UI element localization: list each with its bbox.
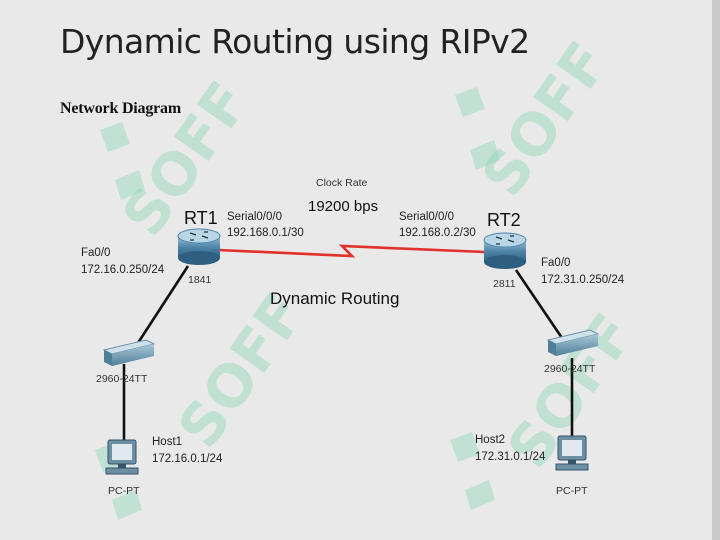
slide-edge [712,0,720,540]
watermark-logo [100,122,145,200]
watermark-logo [455,87,500,170]
router-arrows-icon [189,231,209,241]
host2-ip: 172.31.0.1/24 [475,451,546,463]
watermark-text: SOFF [165,281,318,460]
host2-name: Host2 [475,434,505,446]
slide-title: Dynamic Routing using RIPv2 [60,22,530,61]
rt2-fa-interface: Fa0/0 [541,257,570,269]
pc-host2[interactable] [555,435,589,471]
switch-2[interactable] [546,329,600,356]
rt1-serial-interface: Serial0/0/0 [227,211,282,223]
rt2-serial-ip: 192.168.0.2/30 [399,227,476,239]
watermark-logo [95,442,142,520]
router-rt2[interactable] [483,232,527,269]
rt2-name: RT2 [487,210,521,230]
switch2-model: 2960-24TT [544,363,596,375]
switch1-model: 2960-24TT [96,373,148,385]
serial-link [217,244,486,258]
switch-1[interactable] [102,339,156,366]
dynamic-routing-label: Dynamic Routing [270,289,399,308]
host2-type: PC-PT [556,485,588,497]
host1-name: Host1 [152,436,182,448]
rt2-fa-ip: 172.31.0.250/24 [541,274,625,286]
clock-rate-value: 19200 bps [308,198,378,215]
rt2-serial-interface: Serial0/0/0 [399,211,454,223]
host1-ip: 172.16.0.1/24 [152,453,223,465]
watermark-logo [450,432,495,510]
pc-host1[interactable] [105,439,139,475]
ethernet-link-rt1-switch1 [134,265,190,347]
rt1-serial-ip: 192.168.0.1/30 [227,227,304,239]
clock-rate-label: Clock Rate [316,177,368,189]
rt2-model: 2811 [493,278,516,290]
rt1-fa-interface: Fa0/0 [81,247,110,259]
router-rt1[interactable] [177,228,221,265]
router-arrows-icon [495,235,515,245]
host1-type: PC-PT [108,485,140,497]
slide-subtitle: Network Diagram [60,100,181,117]
rt1-fa-ip: 172.16.0.250/24 [81,264,165,276]
rt1-name: RT1 [184,208,218,228]
rt1-model: 1841 [188,274,212,286]
ethernet-link-rt2-switch2 [514,269,564,339]
